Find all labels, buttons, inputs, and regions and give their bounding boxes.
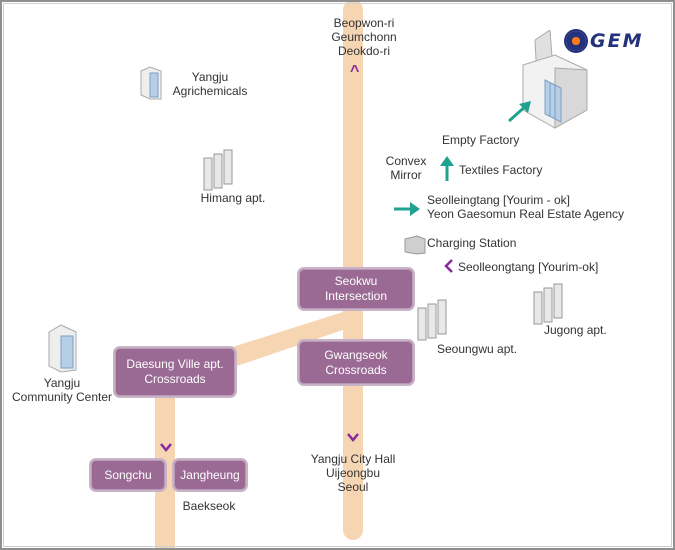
apartment-block-icon: [203, 149, 233, 191]
daesung-crossroads-button[interactable]: Daesung Ville apt.Crossroads: [113, 346, 237, 398]
community-center-label: Yangju Community Center: [11, 376, 113, 404]
apartment-block-icon: [417, 299, 447, 341]
charging-station-icon: [404, 235, 426, 255]
baekseok-label: Baekseok: [182, 499, 236, 513]
seoungwu-apt-label: Seoungwu apt.: [436, 342, 518, 356]
factory-building-icon: [522, 30, 588, 129]
chevron-up-icon: ^: [350, 63, 360, 80]
route-arrow-right-icon: [394, 202, 420, 216]
empty-factory-label: Empty Factory: [442, 133, 520, 147]
jangheung-button[interactable]: Jangheung: [172, 458, 248, 492]
chevron-down-icon: [160, 443, 172, 452]
songchu-button[interactable]: Songchu: [89, 458, 167, 492]
seolleingtang-label: Seolleingtang [Yourim - ok] Yeon Gaesomu…: [427, 193, 625, 221]
south-destinations-label: Yangju City Hall Uijeongbu Seoul: [310, 452, 396, 494]
gem-logo: GEM: [566, 30, 662, 52]
textiles-factory-label: Textiles Factory: [459, 163, 543, 177]
himang-apt-label: Himang apt.: [200, 191, 266, 205]
north-destinations-label: Beopwon-ri Geumchonn Deokdo-ri: [331, 16, 397, 58]
office-building-icon: [48, 324, 77, 373]
logo-text: GEM: [590, 30, 644, 52]
chevron-left-icon: [444, 259, 453, 273]
jugong-apt-label: Jugong apt.: [544, 323, 607, 337]
gear-logo-icon: [566, 31, 586, 51]
route-arrow-diagonal-icon: [508, 101, 531, 123]
yangju-agrichemicals-label: Yangju Agrichemicals: [172, 70, 248, 98]
chevron-down-icon: [347, 433, 359, 442]
charging-station-label: Charging Station: [427, 236, 517, 250]
route-arrow-up-icon: [440, 156, 454, 181]
apartment-block-icon: [533, 283, 563, 325]
seolleongtang-label: Seolleongtang [Yourim-ok]: [458, 260, 599, 274]
office-building-icon: [140, 66, 162, 100]
convex-mirror-label: Convex Mirror: [385, 154, 427, 182]
